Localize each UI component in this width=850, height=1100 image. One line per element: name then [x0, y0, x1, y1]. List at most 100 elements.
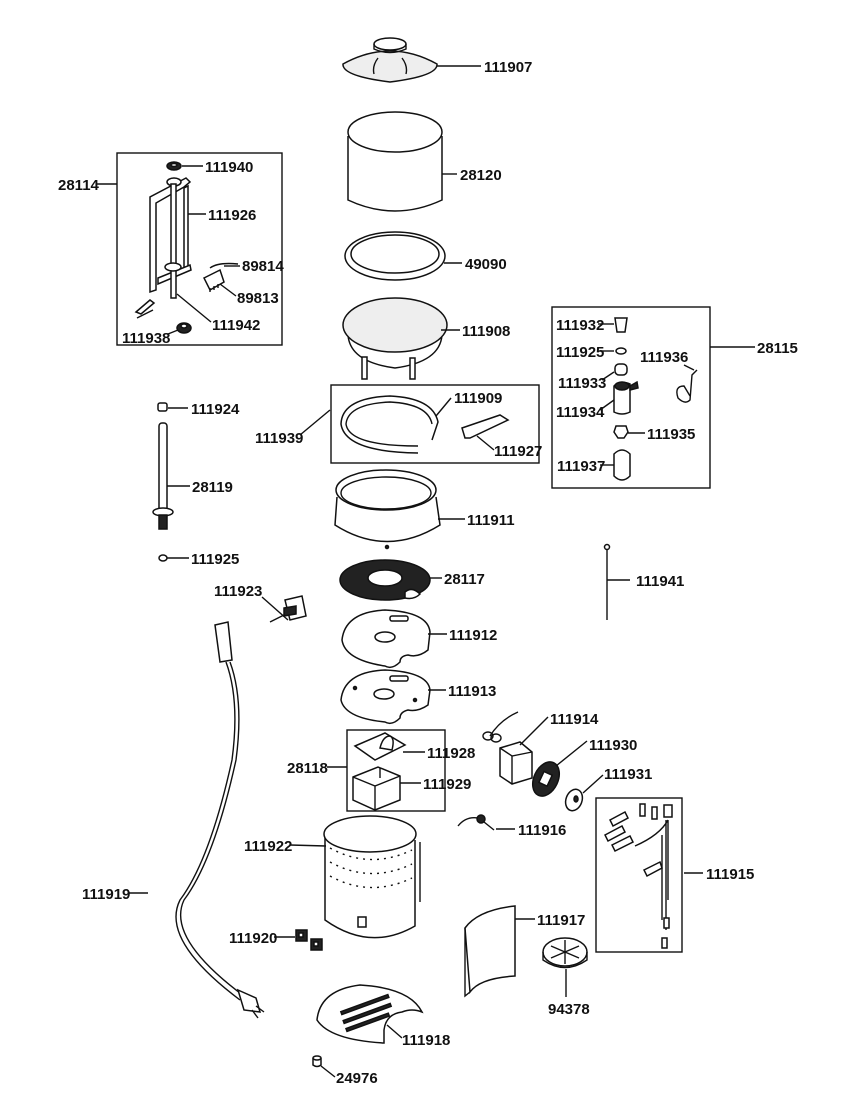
rod-part	[152, 422, 174, 530]
label-thermostat-kit: 28118	[287, 760, 328, 777]
label-valve-rod: 111942	[212, 317, 260, 334]
leader-clamp-kit	[299, 409, 331, 436]
leader-clamp-band	[435, 397, 452, 417]
leader-valve-nut	[167, 329, 179, 335]
fan-part	[542, 937, 588, 969]
ground-screw-part	[457, 814, 495, 831]
faucet-o-ring-part	[615, 347, 627, 355]
foot-part	[312, 1055, 322, 1068]
faucet-seat-part	[614, 363, 628, 376]
label-faucet-seat: 111933	[558, 375, 606, 392]
label-rod-o-ring: 111925	[191, 551, 239, 568]
label-plate-upper: 111912	[449, 627, 497, 644]
thermostat-part	[352, 766, 401, 811]
plate-upper-part	[341, 609, 431, 669]
faucet-body-part	[613, 380, 639, 415]
label-housing-top: 111911	[467, 512, 515, 529]
label-plate-lower: 111913	[448, 683, 496, 700]
label-heating-element: 28117	[444, 571, 485, 588]
label-base-plate: 111918	[402, 1032, 450, 1049]
label-fan: 94378	[548, 1001, 590, 1018]
rod-cap-part	[157, 402, 168, 412]
contact-plate-part	[202, 268, 225, 292]
timer-part	[482, 711, 533, 785]
label-faucet-kit: 28115	[757, 340, 798, 357]
label-pin: 111941	[636, 573, 684, 590]
wiring-harness-part	[604, 803, 673, 949]
faucet-kit-box	[551, 306, 711, 489]
label-wiring-harness: 111915	[706, 866, 754, 883]
label-faucet-handle: 111937	[557, 458, 605, 475]
pin-part	[603, 543, 611, 620]
label-power-cord: 111919	[82, 886, 130, 903]
label-switch: 111923	[214, 583, 262, 600]
clamp-band-part	[340, 395, 439, 454]
label-faucet-o-ring: 111925	[556, 344, 604, 361]
faucet-top-part	[614, 317, 628, 333]
label-rod-cap: 111924	[191, 401, 240, 418]
label-timer-plate: 111930	[589, 737, 637, 754]
label-lid: 111907	[484, 59, 532, 76]
leader-housing-wrap	[289, 844, 327, 847]
leader-timer	[519, 716, 549, 746]
valve-nut-part	[176, 322, 192, 334]
label-indicator-lights: 111920	[229, 930, 277, 947]
leader-faucet-seat	[601, 371, 615, 381]
label-contact-plate: 89813	[237, 290, 279, 307]
leader-valve-rod	[176, 293, 212, 323]
label-clamp-kit: 111939	[255, 430, 303, 447]
switch-part	[269, 595, 307, 623]
leader-faucet-body	[599, 399, 615, 411]
label-timer: 111914	[550, 711, 599, 728]
rod-o-ring-part	[158, 554, 168, 562]
leader-faucet-spring	[683, 364, 695, 371]
power-cord-part	[175, 621, 265, 1019]
clamp-latch-part	[461, 414, 510, 439]
leader-contact-plate	[219, 283, 237, 297]
label-timer-knob: 111931	[604, 766, 652, 783]
label-gasket: 49090	[465, 256, 507, 273]
faucet-ring-part	[613, 425, 629, 439]
label-housing-wrap: 111922	[244, 838, 292, 855]
label-spring-clip: 89814	[242, 258, 284, 275]
lid-part	[342, 37, 438, 83]
indicator-lights-part	[295, 929, 323, 951]
heating-element-part	[339, 559, 431, 601]
leader-timer-knob	[582, 774, 604, 794]
spring-clip-part	[209, 262, 239, 269]
thermostat-kit-box	[346, 729, 446, 812]
valve-rod-part	[164, 177, 182, 299]
label-foot: 24976	[336, 1070, 378, 1087]
side-panel-part	[464, 905, 516, 998]
leader-base-plate	[386, 1024, 403, 1039]
label-filter-base: 111908	[462, 323, 510, 340]
housing-wrap-part	[323, 815, 421, 939]
label-clamp-latch: 111927	[494, 443, 542, 460]
base-plate-part	[316, 984, 424, 1044]
label-bowl: 28120	[460, 167, 502, 184]
faucet-handle-part	[613, 449, 631, 481]
clamp-kit-box	[330, 384, 540, 464]
leader-timer-plate	[555, 740, 588, 767]
gasket-part	[344, 231, 446, 281]
label-side-panel: 111917	[537, 912, 585, 929]
label-valve-cap: 111940	[205, 159, 253, 176]
housing-top-part	[334, 469, 441, 550]
valve-frame-part	[149, 177, 192, 294]
label-valve-frame: 111926	[208, 207, 256, 224]
label-faucet-top: 111932	[556, 317, 604, 334]
valve-assembly-kit-box	[116, 152, 283, 346]
label-clamp-band: 111909	[454, 390, 502, 407]
bowl-part	[347, 111, 443, 212]
label-faucet-spring: 111936	[640, 349, 688, 366]
valve-cap-part	[166, 161, 182, 171]
label-thermostat: 111929	[423, 776, 471, 793]
timer-knob-part	[564, 788, 584, 812]
filter-base-part	[342, 297, 448, 380]
leader-clamp-latch	[476, 435, 495, 451]
label-thermostat-bracket: 111928	[427, 745, 475, 762]
label-valve-assembly-kit: 28114	[58, 177, 100, 194]
label-rod: 28119	[192, 479, 233, 496]
label-faucet-body: 111934	[556, 404, 605, 421]
